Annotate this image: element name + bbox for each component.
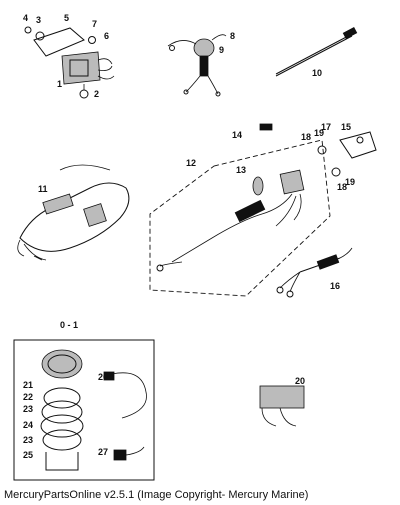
callout-27: 27 [98, 447, 108, 457]
extension-lead [276, 247, 353, 298]
regulator-assembly [24, 26, 115, 99]
callout-8: 8 [230, 31, 235, 41]
callout-0-1: 0 - 1 [60, 320, 78, 330]
harness-kit [149, 123, 377, 297]
callout-18b: 18 [337, 182, 347, 192]
coil-assembly [167, 34, 227, 97]
callout-16: 16 [330, 281, 340, 291]
callout-19b: 19 [345, 177, 355, 187]
callout-13: 13 [236, 165, 246, 175]
callout-26: 26 [98, 372, 108, 382]
callout-15: 15 [341, 122, 351, 132]
callout-24: 24 [23, 420, 33, 430]
callout-11: 11 [38, 184, 48, 194]
callout-25: 25 [23, 450, 33, 460]
callout-14: 14 [232, 130, 242, 140]
callout-1: 1 [57, 79, 62, 89]
callout-12: 12 [186, 158, 196, 168]
callout-23b: 23 [23, 435, 33, 445]
copyright-caption: MercuryPartsOnline v2.5.1 (Image Copyrig… [4, 489, 309, 501]
callout-7: 7 [92, 19, 97, 29]
wiring-harness-left [17, 164, 130, 261]
callout-21: 21 [23, 380, 33, 390]
callout-3: 3 [36, 15, 41, 25]
callout-23a: 23 [23, 404, 33, 414]
callout-10: 10 [312, 68, 322, 78]
callout-2: 2 [94, 89, 99, 99]
callout-19a: 19 [314, 128, 324, 138]
gauge-kit [13, 339, 305, 481]
callout-18a: 18 [301, 132, 311, 142]
callout-5: 5 [64, 13, 69, 23]
callout-4: 4 [23, 13, 28, 23]
callout-9: 9 [219, 45, 224, 55]
callout-17: 17 [321, 122, 331, 132]
callout-22: 22 [23, 392, 33, 402]
callout-20: 20 [295, 376, 305, 386]
sender-probe [275, 26, 358, 77]
callout-6: 6 [104, 31, 109, 41]
